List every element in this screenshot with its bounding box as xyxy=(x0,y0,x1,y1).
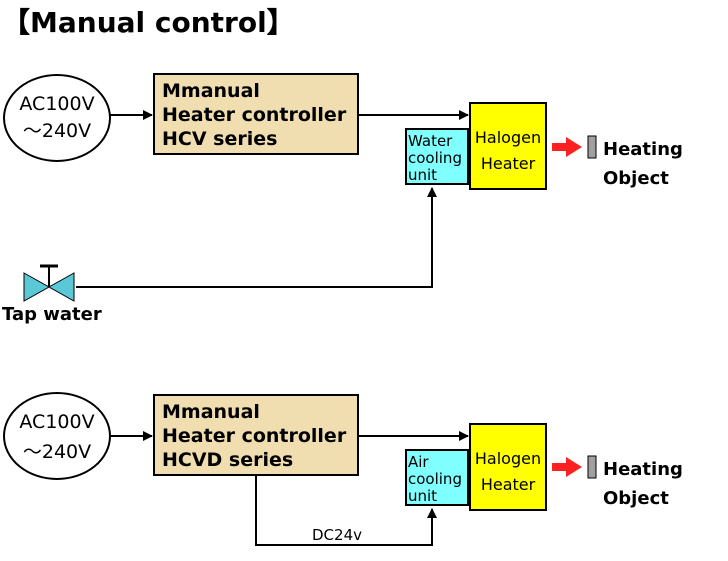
cooling-label-line3: unit xyxy=(408,166,437,184)
object-label-line1: Heating xyxy=(603,459,683,480)
heater-label-line1: Halogen xyxy=(475,449,541,468)
tap-water-label: Tap water xyxy=(2,304,102,325)
red-heat-arrow xyxy=(552,457,582,477)
power-source-oval xyxy=(3,392,111,480)
controller-label-line2: Heater controller xyxy=(162,425,347,447)
water-line xyxy=(76,187,437,288)
controller-label-line1: Mmanual xyxy=(162,80,260,102)
controller-label-line2: Heater controller xyxy=(162,104,347,126)
heating-object-bar xyxy=(587,135,597,159)
halogen-heater-box xyxy=(469,102,547,190)
cooling-label-line2: cooling xyxy=(408,149,462,167)
cooling-label-line1: Water xyxy=(408,132,453,150)
object-label-line2: Object xyxy=(603,168,669,189)
object-label-line2: Object xyxy=(603,488,669,509)
tap-valve-icon xyxy=(23,264,75,302)
controller-label-line1: Mmanual xyxy=(162,401,260,423)
cooling-unit-box xyxy=(405,128,469,185)
cooling-label-line2: cooling xyxy=(408,470,462,488)
halogen-heater-box xyxy=(469,423,547,511)
red-heat-arrow xyxy=(552,137,582,157)
cooling-unit-box xyxy=(405,449,469,506)
page-title: 【Manual control】 xyxy=(2,6,295,39)
heater-label-line2: Heater xyxy=(481,475,536,494)
power-label-line2: ～240V xyxy=(23,120,91,142)
controller-label-line3: HCV series xyxy=(162,128,277,150)
dc-supply-label: DC24v xyxy=(312,526,362,544)
system-1: AC100V ～240V Mmanual Heater controller H… xyxy=(2,73,683,325)
heating-object-bar xyxy=(587,455,597,479)
power-source-oval xyxy=(3,74,111,162)
cooling-label-line3: unit xyxy=(408,487,437,505)
heater-label-line2: Heater xyxy=(481,154,536,173)
power-label-line1: AC100V xyxy=(19,411,94,433)
system-2: AC100V ～240V Mmanual Heater controller H… xyxy=(3,392,683,546)
power-label-line1: AC100V xyxy=(19,93,94,115)
heater-label-line1: Halogen xyxy=(475,128,541,147)
object-label-line1: Heating xyxy=(603,139,683,160)
cooling-label-line1: Air xyxy=(408,453,429,471)
power-label-line2: ～240V xyxy=(23,441,91,463)
dc-supply-line xyxy=(255,475,437,546)
controller-label-line3: HCVD series xyxy=(162,449,293,471)
